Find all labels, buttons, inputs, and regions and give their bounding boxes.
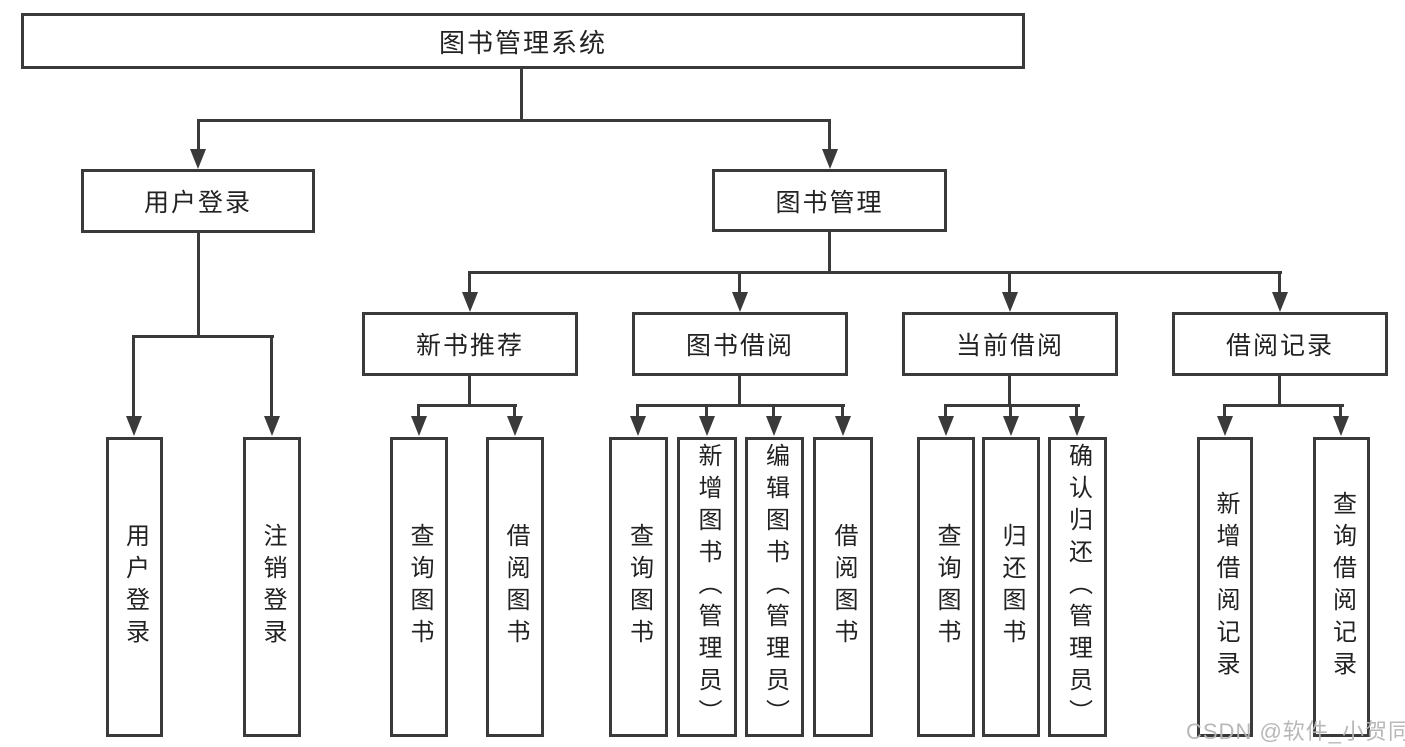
leaf-user-login-label: 用户登录 <box>121 523 149 651</box>
connector-records-drop-2 <box>1339 404 1342 419</box>
arrowhead-down <box>190 149 206 169</box>
leaf-logout-login: 注销登录 <box>243 437 301 737</box>
leaf-logout-login-label: 注销登录 <box>259 523 286 651</box>
leaf-query-books-recommend-label: 查询图书 <box>406 523 433 651</box>
leaf-query-books-current-label: 查询图书 <box>933 523 960 651</box>
connector-root-drop-left <box>197 119 200 153</box>
arrowhead-down <box>411 416 427 436</box>
arrowhead-down <box>1069 416 1085 436</box>
leaf-add-borrow-record-label: 新增借阅记录 <box>1212 491 1239 683</box>
connector-root-hline <box>197 119 831 122</box>
arrowhead-down <box>699 416 715 436</box>
leaf-add-books-admin-label: 新增图书（管理员） <box>694 443 721 731</box>
node-borrow-records: 借阅记录 <box>1172 312 1388 376</box>
connector-borrow-drop-2 <box>705 404 708 419</box>
leaf-query-books-borrow-label: 查询图书 <box>625 523 653 651</box>
connector-l3-drop-4 <box>1278 271 1281 295</box>
connector-recommend-drop-2 <box>513 404 516 419</box>
connector-borrow-drop-1 <box>636 404 639 419</box>
connector-l3-drop-3 <box>1008 271 1011 295</box>
connector-recommend-stem <box>468 372 471 407</box>
leaf-query-borrow-record: 查询借阅记录 <box>1313 437 1370 737</box>
node-book-borrow-label: 图书借阅 <box>685 332 794 360</box>
arrowhead-down <box>822 149 838 169</box>
connector-records-hline <box>1223 404 1344 407</box>
arrowhead-down <box>732 292 748 312</box>
csdn-watermark: CSDN @软件_小贺同学 <box>1186 719 1405 744</box>
node-user-login-label: 用户登录 <box>143 189 252 217</box>
leaf-query-borrow-record-label: 查询借阅记录 <box>1328 491 1356 683</box>
arrowhead-down <box>835 416 851 436</box>
node-new-book-recommend-label: 新书推荐 <box>415 332 524 360</box>
node-borrow-records-label: 借阅记录 <box>1225 332 1334 360</box>
leaf-borrow-books-recommend: 借阅图书 <box>486 437 544 737</box>
arrowhead-down <box>507 416 523 436</box>
connector-borrow-drop-4 <box>841 404 844 419</box>
node-book-borrow: 图书借阅 <box>632 312 848 376</box>
arrowhead-down <box>630 416 646 436</box>
connector-current-hline <box>944 404 1080 407</box>
connector-userlogin-stem <box>197 230 200 337</box>
node-new-book-recommend: 新书推荐 <box>362 312 578 376</box>
connector-recommend-drop-1 <box>417 404 420 419</box>
leaf-edit-books-admin: 编辑图书（管理员） <box>745 437 804 737</box>
connector-bookmgmt-hline <box>468 271 1282 274</box>
connector-l3-drop-2 <box>738 271 741 295</box>
node-book-management-label: 图书管理 <box>775 188 884 217</box>
connector-root-stem <box>520 66 523 121</box>
connector-records-drop-1 <box>1223 404 1226 419</box>
leaf-confirm-return-admin: 确认归还（管理员） <box>1048 437 1107 737</box>
leaf-edit-books-admin-label: 编辑图书（管理员） <box>761 443 789 731</box>
connector-records-stem <box>1278 372 1281 407</box>
connector-l3-drop-1 <box>468 271 471 295</box>
leaf-confirm-return-admin-label: 确认归还（管理员） <box>1064 443 1092 731</box>
connector-current-drop-2 <box>1009 404 1012 419</box>
leaf-borrow-books-borrow-label: 借阅图书 <box>830 523 857 651</box>
arrowhead-down <box>264 416 280 436</box>
arrowhead-down <box>1333 416 1349 436</box>
node-user-login: 用户登录 <box>81 169 315 233</box>
connector-borrow-drop-3 <box>772 404 775 419</box>
leaf-borrow-books-borrow: 借阅图书 <box>813 437 873 737</box>
arrowhead-down <box>1272 292 1288 312</box>
arrowhead-down <box>462 292 478 312</box>
leaf-return-books-label: 归还图书 <box>998 523 1025 651</box>
connector-bookmgmt-stem <box>828 229 831 274</box>
node-current-borrow-label: 当前借阅 <box>955 332 1064 360</box>
connector-userlogin-drop-2 <box>270 335 273 419</box>
connector-recommend-hline <box>417 404 517 407</box>
connector-current-drop-3 <box>1075 404 1078 419</box>
connector-current-drop-1 <box>944 404 947 419</box>
arrowhead-down <box>126 416 142 436</box>
arrowhead-down <box>1002 292 1018 312</box>
arrowhead-down <box>766 416 782 436</box>
leaf-query-books-current: 查询图书 <box>917 437 975 737</box>
leaf-user-login: 用户登录 <box>106 437 163 737</box>
connector-current-stem <box>1008 372 1011 407</box>
leaf-query-books-borrow: 查询图书 <box>609 437 668 737</box>
leaf-borrow-books-recommend-label: 借阅图书 <box>502 523 529 651</box>
node-root-system-label: 图书管理系统 <box>438 27 607 58</box>
arrowhead-down <box>1003 416 1019 436</box>
connector-root-drop-right <box>828 119 831 153</box>
arrowhead-down <box>938 416 954 436</box>
leaf-return-books: 归还图书 <box>982 437 1040 737</box>
arrowhead-down <box>1217 416 1233 436</box>
leaf-add-books-admin: 新增图书（管理员） <box>677 437 737 737</box>
connector-userlogin-drop-1 <box>132 335 135 419</box>
node-book-management: 图书管理 <box>712 169 947 232</box>
connector-borrow-hline <box>636 404 845 407</box>
connector-userlogin-hline <box>132 335 274 338</box>
node-root-system: 图书管理系统 <box>21 13 1025 69</box>
leaf-add-borrow-record: 新增借阅记录 <box>1197 437 1253 737</box>
connector-borrow-stem <box>738 372 741 407</box>
node-current-borrow: 当前借阅 <box>902 312 1118 376</box>
leaf-query-books-recommend: 查询图书 <box>390 437 448 737</box>
